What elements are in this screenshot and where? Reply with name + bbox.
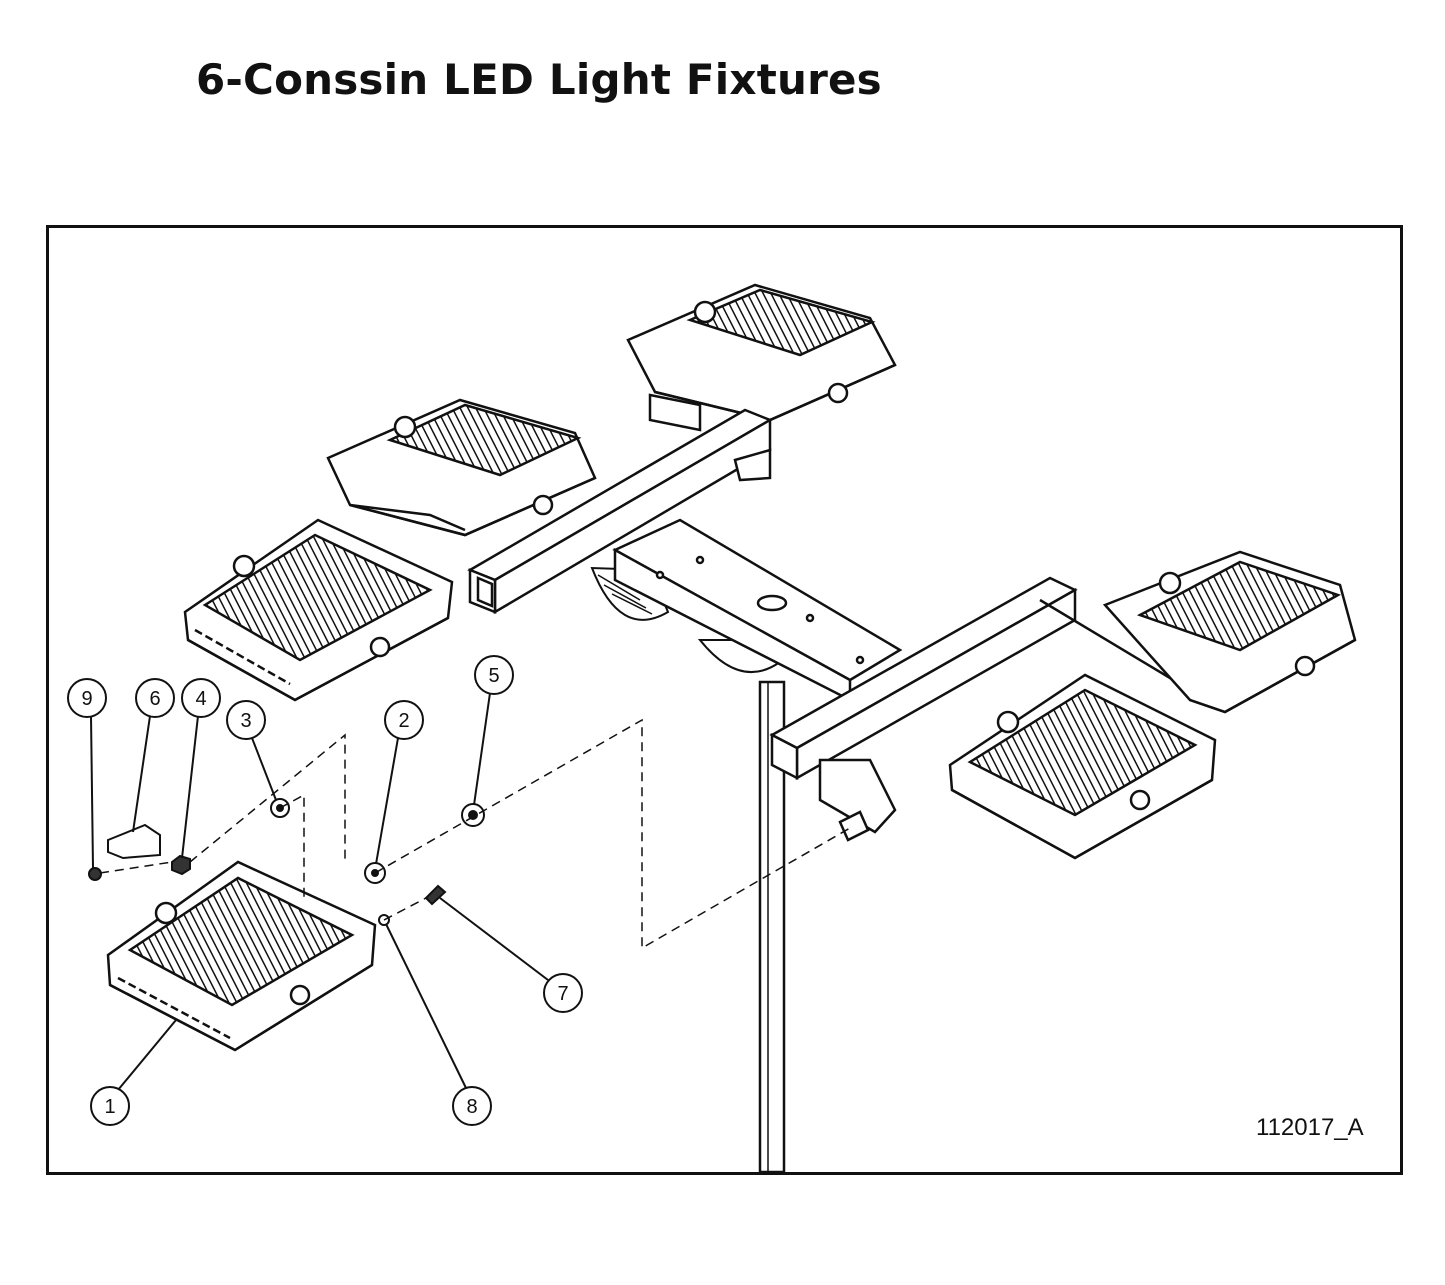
callout-6: 6 (132, 678, 175, 833)
fixture-right-upper (1102, 550, 1357, 714)
nut-part-9 (88, 867, 102, 881)
fixture-right-lower (948, 673, 1217, 860)
svg-text:3: 3 (240, 710, 251, 732)
callout-5: 5 (473, 655, 514, 806)
callout-7: 7 (439, 897, 583, 1013)
nut-part-4 (171, 854, 191, 876)
fixture-upper-center (626, 283, 897, 422)
callout-4: 4 (181, 678, 221, 859)
bracket-part-6 (107, 823, 161, 860)
upper-crossbar (349, 393, 773, 615)
callout-2: 2 (375, 700, 424, 865)
svg-text:8: 8 (466, 1096, 477, 1118)
svg-text:5: 5 (488, 665, 499, 687)
callout-1: 1 (90, 1019, 177, 1126)
explosion-lines (99, 718, 851, 950)
fixture-exploded (106, 860, 377, 1052)
bolt-part-7 (424, 884, 447, 906)
lower-crossbar (769, 576, 1191, 842)
svg-text:2: 2 (398, 710, 409, 732)
drawing-id: 112017_A (1256, 1114, 1364, 1141)
svg-text:7: 7 (557, 983, 568, 1005)
fixture-upper-left (326, 398, 597, 537)
main-beam (612, 518, 903, 703)
callout-8: 8 (385, 923, 492, 1126)
callout-3: 3 (226, 700, 277, 801)
callout-9: 9 (67, 678, 107, 869)
drawing-frame (46, 225, 1403, 1175)
page-title: 6-Conssin LED Light Fixtures (196, 55, 882, 104)
fixture-left (183, 518, 454, 702)
svg-text:9: 9 (81, 688, 92, 710)
svg-text:4: 4 (195, 688, 206, 710)
svg-text:1: 1 (104, 1096, 115, 1118)
callouts: 9 6 4 3 2 5 7 (67, 655, 583, 1126)
svg-text:6: 6 (149, 688, 160, 710)
